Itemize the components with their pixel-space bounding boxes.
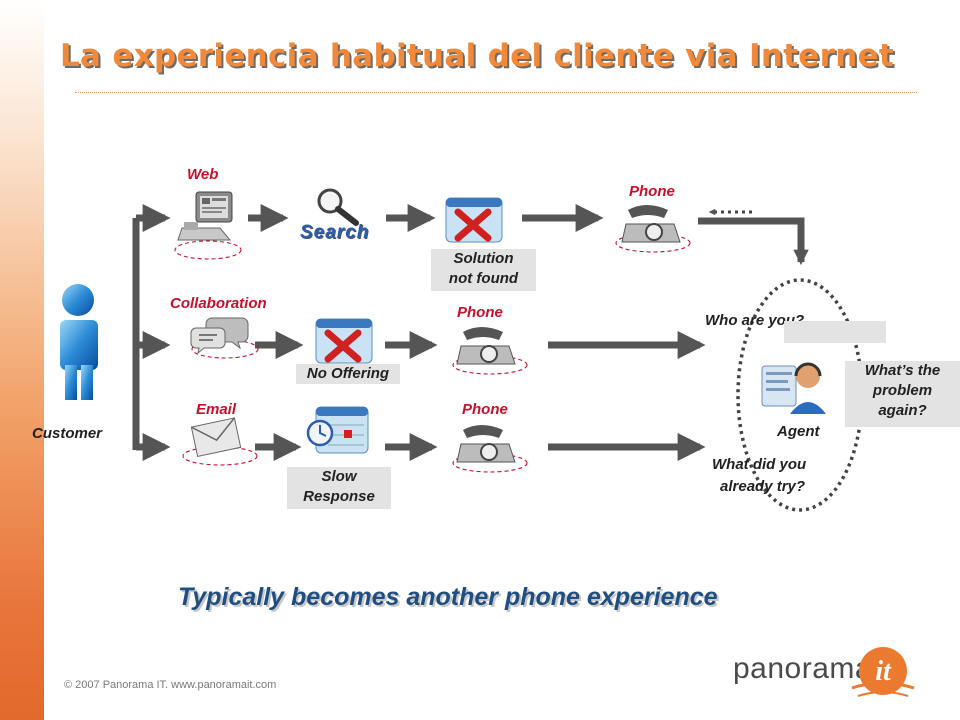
chat-bubbles-icon [190,317,249,354]
search-label: Search [300,222,370,243]
computer-icon [177,191,233,241]
collaboration-label: Collaboration [170,295,267,312]
orange-sidebar [0,0,44,720]
email-label: Email [196,401,237,418]
tried-line1: What did you [712,456,807,473]
problem-line3: again? [878,402,927,419]
solution-not-found-box: Solution not found [431,249,536,291]
customer-label: Customer [32,425,103,442]
panorama-logo-icon: it [851,647,915,697]
telephone-middle-icon [456,327,516,365]
phone-middle-label: Phone [457,304,503,321]
panorama-wordmark: panorama [733,652,873,685]
agent-label: Agent [777,423,820,440]
summary-headline: Typically becomes another phone experien… [178,583,718,611]
slow-response-box: Slow Response [287,467,391,509]
who-are-you-box [784,321,886,343]
no-offering-label: No Offering [306,365,390,382]
problem-line2: problem [872,382,933,399]
who-are-you-label: Who are you? [705,312,805,329]
slow-line2: Response [303,488,375,505]
arrow-agent-loop-down [698,217,809,266]
solution-line2: not found [448,270,519,287]
web-label: Web [187,166,219,183]
no-offering-icon [315,318,373,364]
customer-figure-icon [60,284,98,400]
copyright-footer: © 2007 Panorama IT. www.panoramait.com [64,679,277,691]
envelope-icon [190,417,242,458]
slow-line1: Slow [321,468,357,485]
error-window-icon [445,197,503,243]
problem-line1: What’s the [864,362,941,379]
phone-top-label: Phone [629,183,675,200]
phone-bottom-label: Phone [462,401,508,418]
telephone-bottom-icon [456,425,516,463]
solution-line1: Solution [453,250,514,267]
logo-mark-text: it [875,656,892,687]
no-offering-box: No Offering [296,364,400,384]
tried-line2: already try? [720,478,806,495]
magnifier-icon [317,188,359,226]
telephone-top-icon [621,205,681,243]
title-divider [75,92,917,93]
agent-headset-icon [761,362,826,414]
customer-bracket [132,204,171,461]
problem-again-box: What’s the problem again? [845,361,960,427]
page-title: La experiencia habitual del cliente via … [60,38,895,74]
calendar-clock-icon [306,406,369,454]
